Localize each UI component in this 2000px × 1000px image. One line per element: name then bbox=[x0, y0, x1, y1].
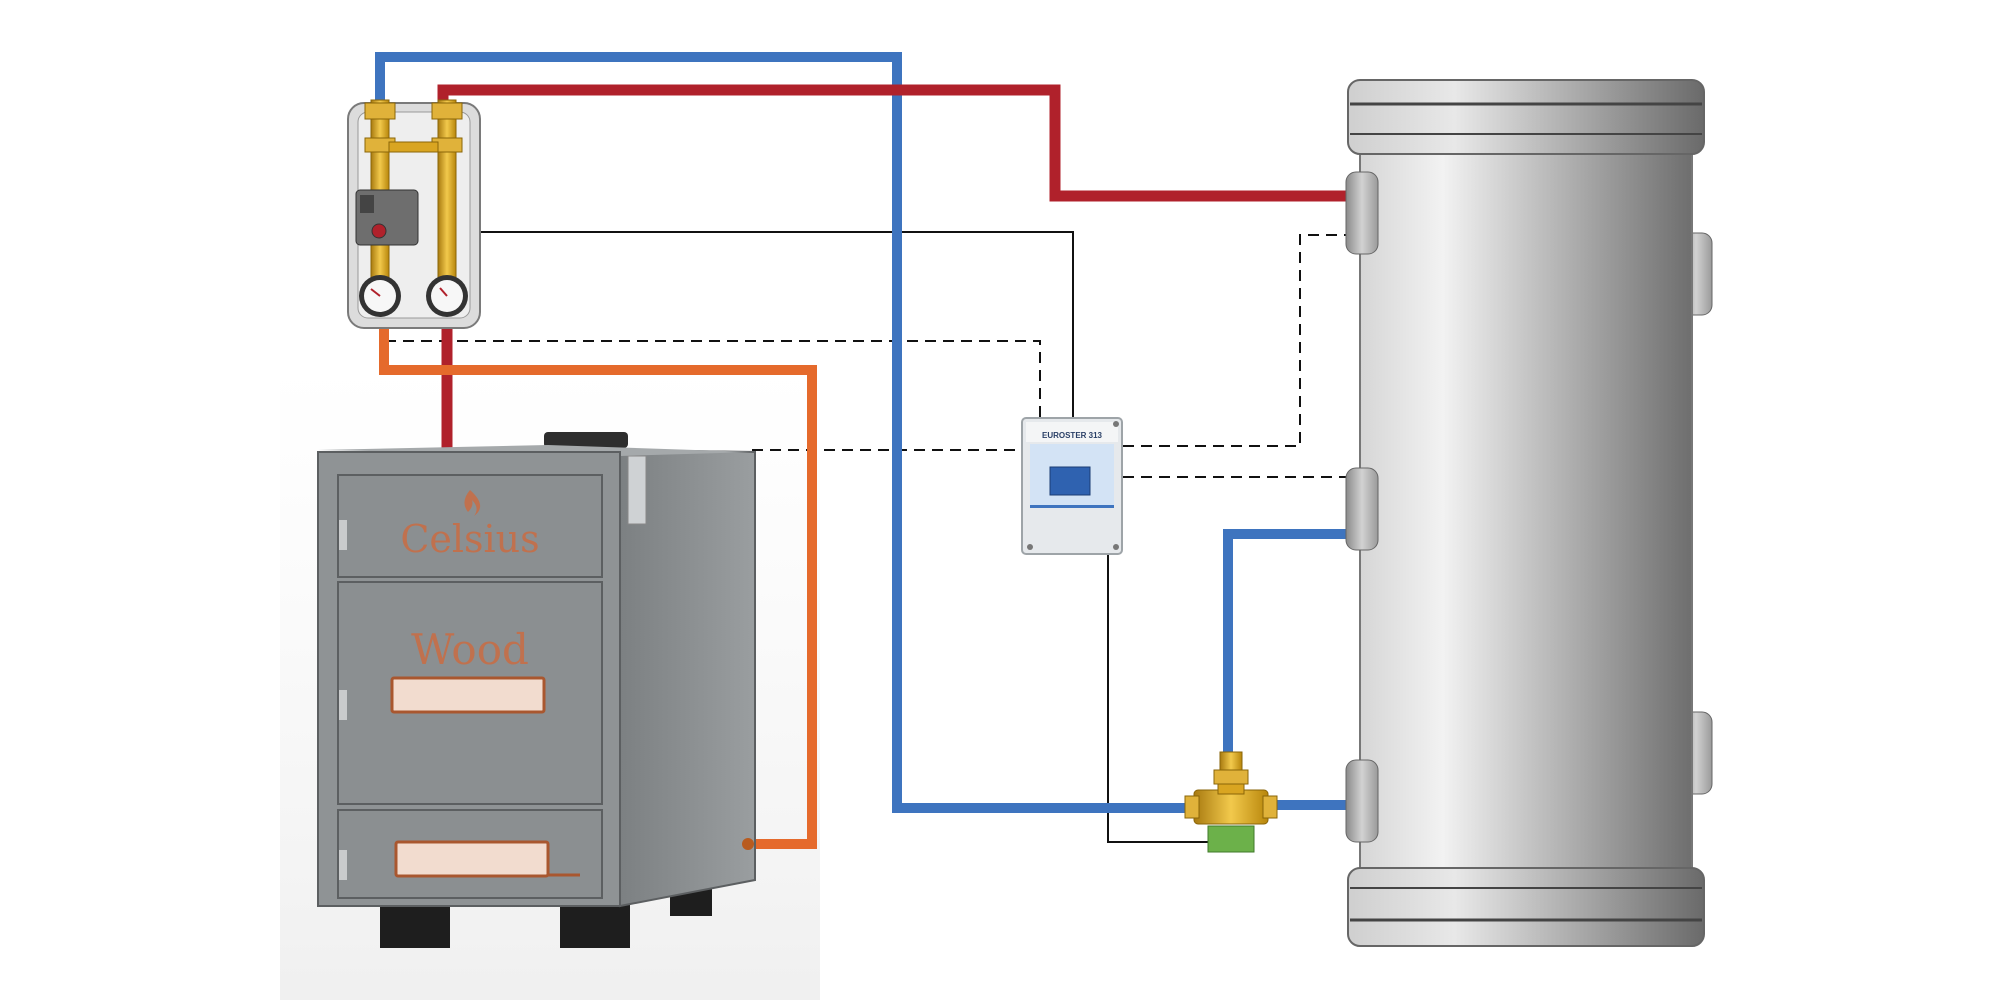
pipes bbox=[375, 52, 1356, 849]
temperature-controller-icon bbox=[1021, 417, 1123, 555]
wood-boiler-icon bbox=[317, 432, 756, 948]
three-way-valve-icon bbox=[1184, 751, 1278, 853]
boiler-brand-label: Celsius bbox=[400, 517, 539, 561]
sensor-wire-pump-return bbox=[385, 340, 1041, 418]
wire-controller-to-valve bbox=[1107, 553, 1210, 843]
buffer-tank-icon bbox=[1345, 79, 1713, 947]
controller-brand-label: EUROSTER 313 bbox=[1042, 431, 1103, 440]
pipe-flow-to-tank bbox=[437, 84, 1356, 202]
pipe-return-main bbox=[375, 52, 1213, 813]
pipe-boiler-return bbox=[379, 320, 817, 849]
sensor-wire-tank-top bbox=[1123, 234, 1350, 447]
sensor-wires bbox=[385, 231, 1350, 843]
pipe-return-tank-middle bbox=[1223, 529, 1355, 767]
pump-station-icon bbox=[347, 99, 481, 329]
wire-pump-to-controller bbox=[470, 231, 1074, 418]
boiler-fuel-label: Wood bbox=[411, 625, 529, 674]
